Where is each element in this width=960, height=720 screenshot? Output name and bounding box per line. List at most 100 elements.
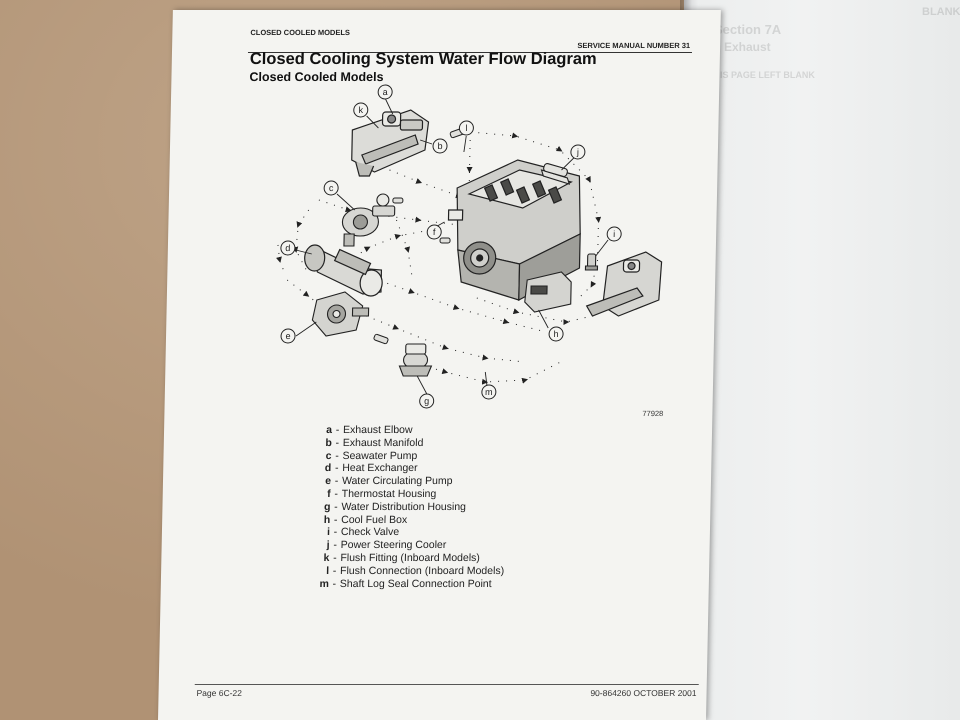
engine-block	[447, 159, 581, 301]
legend-label: Flush Fitting (Inboard Models)	[340, 551, 481, 564]
legend-key: b	[325, 436, 332, 449]
legend-label: Flush Connection (Inboard Models)	[340, 564, 505, 577]
legend-label: Check Valve	[340, 526, 400, 539]
callout-circle-j	[570, 144, 586, 160]
hose-fittings	[373, 127, 465, 345]
callout-b: b	[437, 141, 442, 151]
callout-h: h	[553, 329, 558, 339]
footer-part-number: 90-864260 OCTOBER 2001	[590, 688, 697, 698]
figure-number: 77928	[642, 409, 664, 418]
flow-line	[405, 359, 561, 385]
check-valve	[584, 253, 599, 271]
callout-l: l	[465, 123, 467, 133]
legend-label: Exhaust Elbow	[342, 424, 413, 436]
callout-markers	[280, 84, 622, 409]
water-circulating-pump	[311, 291, 370, 337]
leader-line	[366, 115, 379, 129]
legend-item: b-Exhaust Manifold	[318, 437, 507, 450]
legend-item: m-Shaft Log Seal Connection Point	[315, 578, 504, 591]
leader-line	[538, 309, 549, 329]
callout-e: e	[285, 331, 290, 341]
callout-a: a	[383, 87, 388, 97]
legend-label: Water Distribution Housing	[341, 500, 467, 513]
callout-circle-a	[377, 84, 393, 100]
opposite-ghost-text: Section 7A	[714, 22, 782, 37]
leader-line	[336, 193, 355, 211]
hose-fitting	[373, 333, 389, 345]
water-distribution-housing	[398, 343, 433, 377]
seawater-pump	[341, 193, 396, 247]
callout-circle-b	[432, 138, 448, 154]
flow-line	[286, 279, 327, 311]
footer-page-number: Page 6C-22	[196, 688, 243, 698]
callout-circle-c	[323, 180, 339, 196]
callout-circle-g	[419, 393, 435, 409]
legend-key: a	[326, 424, 333, 436]
water-flow-diagram: a b c d e f g h i j k l m	[276, 84, 663, 409]
legend-label: Exhaust Manifold	[342, 436, 424, 449]
flow-line	[396, 219, 413, 279]
legend-key: m	[319, 577, 329, 590]
callout-j: j	[576, 147, 579, 157]
hose-fitting	[392, 197, 404, 204]
legend-item: d-Heat Exchanger	[317, 462, 506, 475]
callout-g: g	[424, 396, 429, 406]
footer-rule	[194, 684, 699, 685]
callout-c: c	[329, 183, 334, 193]
callout-circle-h	[548, 326, 564, 342]
leader-line	[561, 157, 575, 171]
leader-line	[295, 249, 312, 255]
callout-circle-l	[458, 120, 474, 136]
hose-fitting	[439, 237, 451, 244]
component-legend: a-Exhaust Elbow b-Exhaust Manifold c-Sea…	[315, 424, 508, 590]
opposite-ghost-text: Exhaust	[724, 40, 771, 54]
legend-key: i	[326, 526, 331, 539]
legend-label: Shaft Log Seal Connection Point	[339, 577, 492, 590]
legend-item: f-Thermostat Housing	[317, 488, 506, 501]
legend-key: k	[323, 551, 330, 564]
intake-runners	[483, 178, 563, 204]
legend-item: a-Exhaust Elbow	[318, 424, 507, 437]
leader-line	[295, 321, 317, 337]
legend-key: d	[324, 462, 332, 475]
legend-label: Water Circulating Pump	[341, 475, 453, 488]
callout-circle-i	[606, 226, 622, 242]
leader-line	[595, 239, 609, 257]
callout-k: k	[358, 105, 363, 115]
heat-exchanger	[304, 244, 383, 297]
flow-line	[351, 309, 526, 363]
legend-item: i-Check Valve	[316, 526, 505, 539]
opposite-ghost-text: THIS PAGE LEFT BLANK	[708, 70, 815, 80]
callout-i: i	[613, 229, 615, 239]
exhaust-elbow-manifold	[351, 109, 430, 177]
legend-label: Seawater Pump	[342, 449, 418, 462]
legend-item: h-Cool Fuel Box	[316, 514, 505, 527]
legend-key: f	[327, 487, 331, 500]
callout-circle-e	[280, 328, 296, 344]
power-steering-cooler	[540, 163, 571, 185]
legend-key: g	[323, 500, 331, 513]
callout-m: m	[485, 387, 493, 397]
flow-line	[389, 169, 499, 203]
legend-label: Thermostat Housing	[341, 487, 437, 500]
callout-f: f	[433, 227, 436, 237]
legend-key: l	[326, 564, 330, 577]
callout-d: d	[285, 243, 290, 253]
legend-item: j-Power Steering Cooler	[316, 539, 505, 552]
opposite-page: BLANK Section 7A Exhaust THIS PAGE LEFT …	[684, 0, 960, 720]
callout-letters: a b c d e f g h i j k l m	[285, 87, 615, 406]
legend-label: Cool Fuel Box	[341, 513, 408, 526]
leader-line	[463, 135, 467, 153]
legend-key: e	[325, 475, 332, 488]
legend-key: j	[326, 539, 330, 552]
flow-line	[347, 229, 431, 263]
manual-page: CLOSED COOLED MODELS SERVICE MANUAL NUMB…	[158, 10, 721, 720]
leader-line	[416, 375, 428, 395]
leader-line	[419, 139, 433, 145]
cool-fuel-box	[524, 271, 572, 313]
leader-line	[484, 371, 488, 387]
legend-label: Power Steering Cooler	[340, 539, 447, 552]
right-exhaust-manifold	[585, 251, 663, 317]
legend-key: c	[325, 449, 332, 462]
leader-line	[384, 97, 394, 115]
